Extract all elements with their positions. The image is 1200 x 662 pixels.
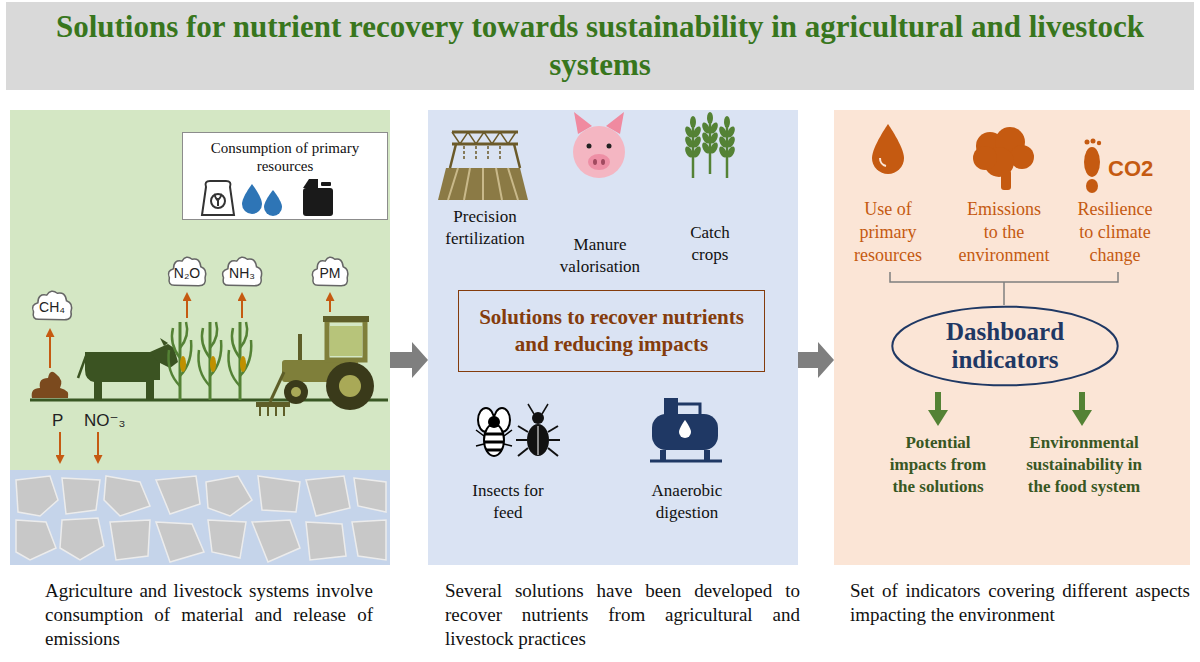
solutions-box: Solutions to recover nutrients and reduc… (458, 290, 765, 372)
gas-formula: N₂O (166, 254, 208, 292)
icon-label: Insects for feed (458, 480, 558, 524)
emission-cloud: NH₃ (220, 254, 264, 292)
flow-arrow (798, 342, 834, 378)
icon-label: Catch crops (680, 222, 740, 266)
gas-formula: NH₃ (220, 254, 264, 292)
box-heading: Consumption of primary resources (183, 133, 387, 175)
icon-label: Manure valorisation (550, 234, 650, 278)
icon-label: Precision fertilization (435, 206, 535, 250)
box-text: Solutions to recover nutrients and reduc… (467, 304, 756, 358)
resource-box: Consumption of primary resources (182, 132, 388, 220)
icon-label: Anaerobic digestion (637, 480, 737, 524)
title-band: Solutions for nutrient recovery towards … (6, 2, 1194, 90)
nutrient-symbol: P (52, 410, 76, 432)
title-text: Solutions for nutrient recovery towards … (6, 8, 1194, 84)
ellipse-text: Dashboard indicators (890, 305, 1120, 387)
emission-cloud: N₂O (166, 254, 208, 292)
panel-caption: Agriculture and livestock systems involv… (45, 579, 373, 651)
panel-caption: Set of indicators covering different asp… (850, 579, 1190, 627)
outcome-label: Environmental sustainability in the food… (1024, 432, 1144, 498)
emission-cloud: CH₄ (30, 288, 74, 326)
gas-formula: CH₄ (30, 288, 74, 326)
flow-arrow (390, 342, 428, 378)
panel: Agriculture and livestock systems involv… (10, 110, 390, 565)
gas-formula: PM (310, 254, 350, 292)
indicator-label: Resilience to climate change (1069, 198, 1161, 267)
outcome-label: Potential impacts from the solutions (886, 432, 990, 498)
co2-label: CO2 (1108, 154, 1168, 183)
indicator-label: Use of primary resources (842, 198, 934, 267)
indicator-label: Emissions to the environment (958, 198, 1050, 267)
panel-caption: Several solutions have been developed to… (445, 579, 800, 651)
dashboard-ellipse: Dashboard indicators (890, 305, 1120, 387)
nutrient-symbol: NO⁻₃ (84, 410, 128, 432)
emission-cloud: PM (310, 254, 350, 292)
